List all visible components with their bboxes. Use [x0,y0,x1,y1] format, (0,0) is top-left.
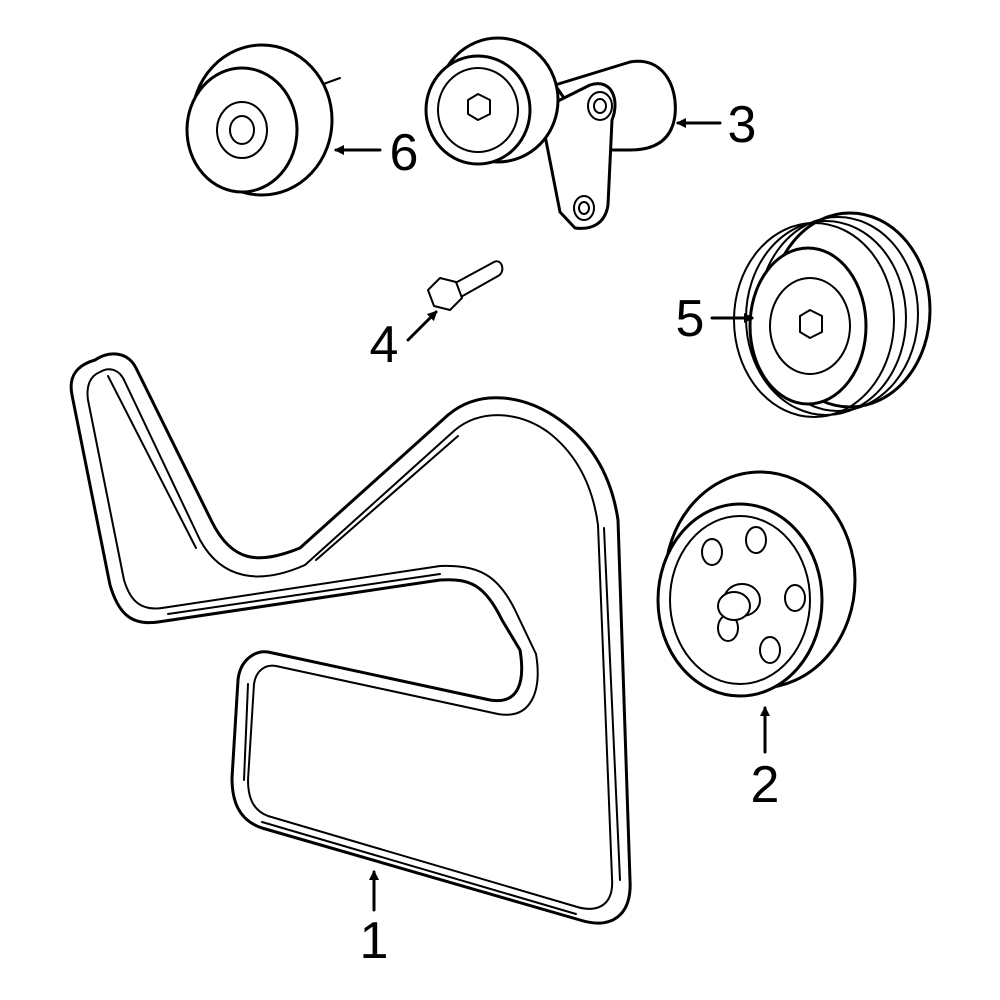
callout-1: 1 [360,912,389,970]
idler-pulley-holes [656,470,857,698]
callout-leaders [334,118,770,912]
bolt [427,260,504,311]
smooth-idler-pulley [185,43,341,197]
callout-4: 4 [370,316,399,374]
belt-tensioner [424,36,677,230]
leader-arrow-4 [406,310,438,342]
callout-3: 3 [728,96,757,154]
callout-2: 2 [751,756,780,814]
ribbed-idler-pulley [733,211,932,418]
callout-6: 6 [390,124,419,182]
serpentine-belt [69,352,632,925]
callout-5: 5 [676,290,705,348]
